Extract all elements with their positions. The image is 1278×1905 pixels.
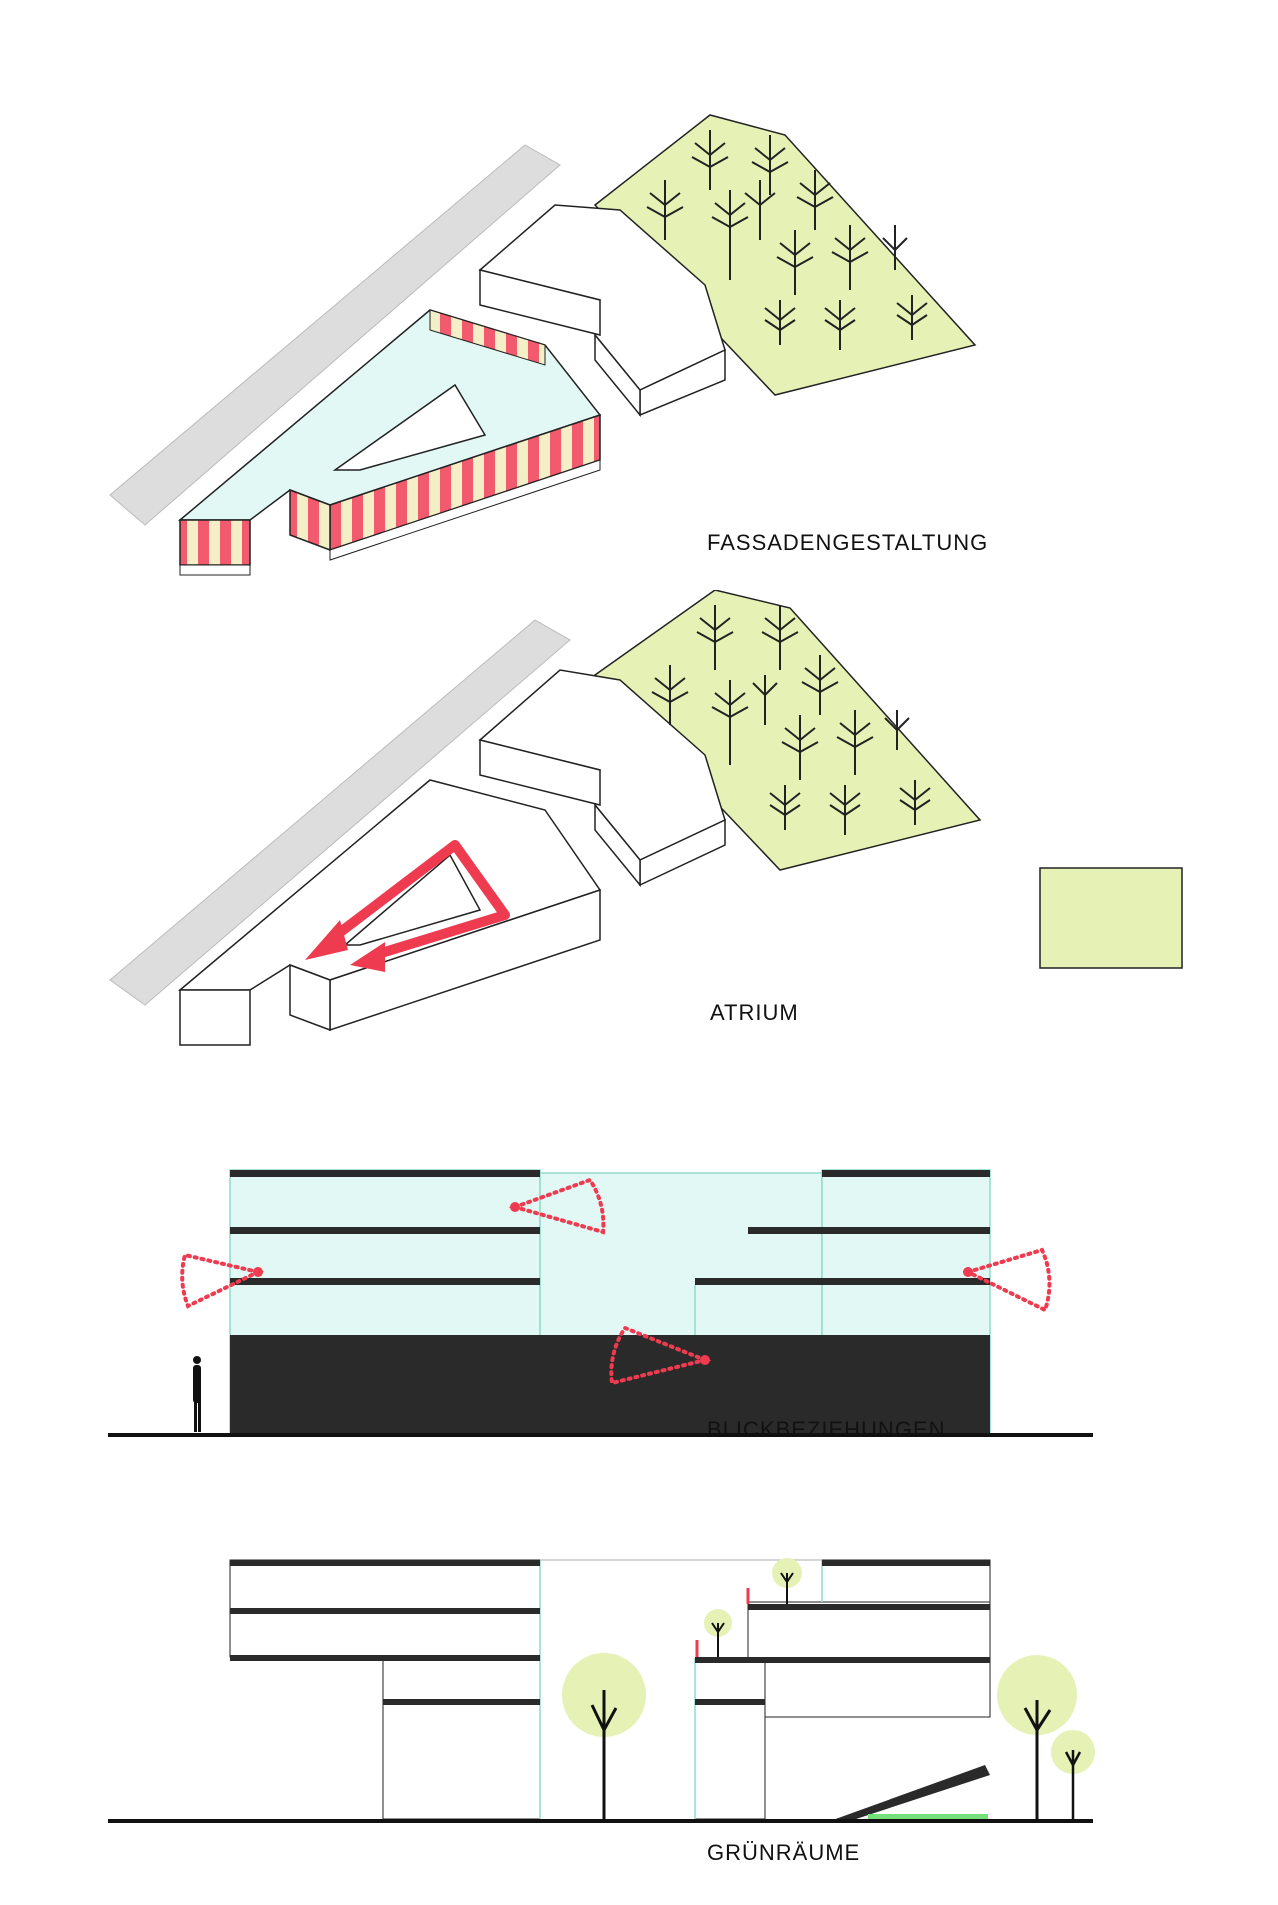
tree-icon	[899, 780, 931, 825]
caption-blickbeziehungen: BLICKBEZIEHUNGEN	[707, 1417, 946, 1442]
facade-stripes-back	[429, 309, 546, 366]
atrium-diagram	[109, 590, 1183, 1046]
tree-icon	[769, 785, 801, 830]
tree-group-1	[646, 130, 928, 350]
ground-floor-block	[230, 1335, 990, 1433]
tree-icon	[764, 300, 796, 345]
tree-icon	[696, 605, 734, 670]
railings	[695, 1588, 750, 1657]
panel-gruenraeume: GRÜNRÄUME	[0, 1460, 1278, 1905]
tree-icon	[776, 230, 814, 295]
green-roof-strip	[868, 1814, 988, 1820]
person-silhouette-icon	[193, 1356, 201, 1432]
neighbor-building	[478, 669, 726, 888]
floor-slabs	[230, 1560, 990, 1705]
tree-icon	[772, 1558, 802, 1604]
tree-group-2	[651, 605, 931, 835]
atrium-building	[177, 779, 602, 1046]
ramp	[830, 1765, 990, 1821]
tree-icon	[744, 180, 776, 240]
facade-base	[179, 564, 251, 576]
tree-icon	[836, 710, 874, 775]
tree-icon	[691, 130, 729, 190]
tree-icon	[704, 1609, 732, 1657]
tree-icon	[884, 710, 910, 750]
facade-stripes-front	[179, 519, 251, 566]
tree-icon	[1051, 1730, 1095, 1819]
view-relations-section	[108, 1169, 1093, 1437]
caption-fassadengestaltung: FASSADENGESTALTUNG	[707, 530, 989, 555]
arrow-icon	[305, 920, 348, 960]
tree-icon	[829, 785, 861, 835]
tree-icon	[751, 135, 789, 195]
tree-icon	[651, 665, 689, 725]
ground-line	[108, 1819, 1093, 1823]
caption-gruenraeume: GRÜNRÄUME	[707, 1840, 861, 1865]
neighbor-building	[478, 204, 726, 418]
arrow-icon	[326, 840, 510, 960]
view-points	[253, 1202, 973, 1365]
tree-icon	[801, 655, 839, 715]
atrium-void	[342, 853, 482, 946]
panel-blickbeziehungen: BLICKBEZIEHUNGEN	[0, 1070, 1278, 1460]
road	[109, 144, 561, 526]
green-spaces-section	[108, 1558, 1095, 1823]
tree-icon	[711, 680, 749, 765]
panel-atrium: ATRIUM	[0, 590, 1278, 1070]
tree-icon	[997, 1655, 1077, 1819]
tree-icon	[781, 715, 819, 780]
tree-icon	[896, 295, 928, 340]
caption-atrium: ATRIUM	[710, 1000, 799, 1025]
green-legend-swatch	[1039, 867, 1183, 969]
panel-fassadengestaltung: FASSADENGESTALTUNG	[0, 0, 1278, 590]
facade-diagram	[109, 114, 977, 576]
tree-icon	[646, 180, 684, 240]
road	[109, 619, 571, 1006]
tree-icon	[882, 225, 908, 270]
tree-icon	[752, 675, 778, 725]
tree-icon	[562, 1653, 646, 1819]
tree-icon	[824, 300, 856, 350]
tree-icon	[711, 190, 749, 280]
tree-icon	[761, 605, 799, 670]
floor-slabs	[230, 1170, 990, 1285]
tree-icon	[831, 225, 869, 290]
facade-base-long	[329, 459, 601, 561]
green-area	[593, 114, 977, 396]
ground-line	[108, 1433, 1093, 1437]
facade-courtyard	[332, 383, 487, 471]
view-cone-icon	[180, 1177, 1052, 1386]
tree-icon	[796, 170, 834, 230]
arrow-icon	[350, 942, 385, 972]
